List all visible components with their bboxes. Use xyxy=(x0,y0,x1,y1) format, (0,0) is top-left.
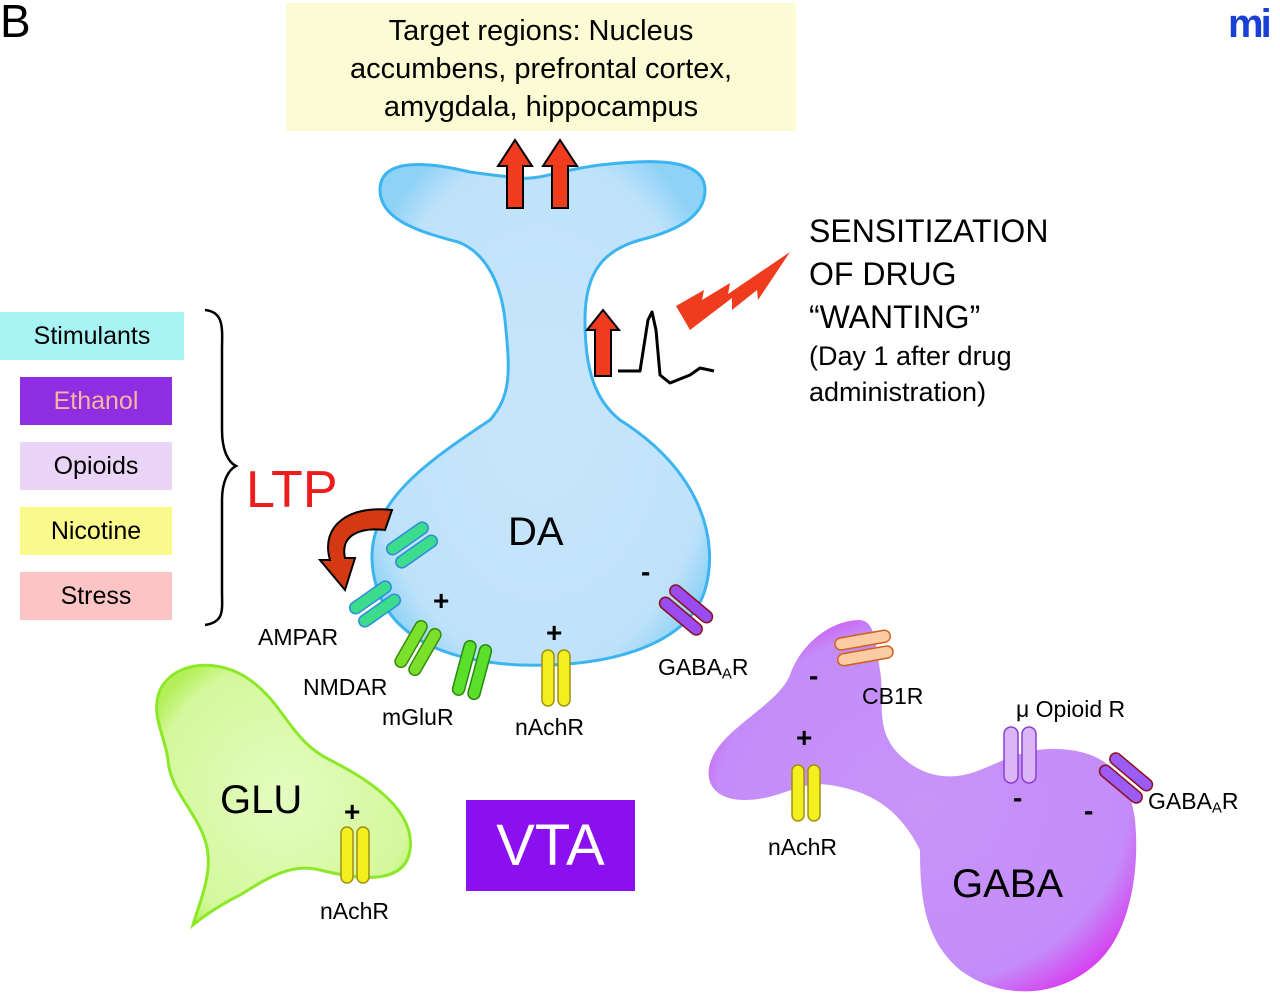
drug-label-ethanol: Ethanol xyxy=(20,377,172,425)
panel-letter: B xyxy=(0,0,31,47)
mu-opioid-receptor-icon xyxy=(1003,726,1037,784)
cb1r-receptor-icon xyxy=(834,629,894,667)
nmdar-label: NMDAR xyxy=(303,674,388,700)
sensitization-note: (Day 1 after drug administration) xyxy=(809,338,1012,410)
drug-label-stress: Stress xyxy=(20,572,172,620)
plus-sign: + xyxy=(796,722,813,753)
gabaar-da-label: GABAAR xyxy=(658,654,749,683)
nachr-receptor-icon xyxy=(541,649,571,707)
minus-sign: - xyxy=(809,660,819,691)
gaba-neuron-shape xyxy=(708,620,1137,992)
sensitization-line-5: administration) xyxy=(809,377,987,407)
nachr-gaba-label: nAchR xyxy=(768,834,838,860)
drug-label-opioids: Opioids xyxy=(20,442,172,490)
target-line-1: Target regions: Nucleus xyxy=(388,15,694,47)
double-up-arrow-icon xyxy=(496,138,579,209)
minus-sign: - xyxy=(1013,782,1023,813)
gaba-neuron-label: GABA xyxy=(952,862,1064,906)
nachr-da-label: nAchR xyxy=(515,714,585,740)
publisher-logo: mi xyxy=(1228,2,1272,46)
da-neuron-shape xyxy=(370,160,712,667)
minus-sign: - xyxy=(641,556,651,587)
sensitization-heading: SENSITIZATION OF DRUG “WANTING” xyxy=(809,210,1048,339)
gabaar-gaba-sub: A xyxy=(1211,799,1222,817)
gabaar-gaba-suffix: R xyxy=(1221,788,1239,814)
sensitization-line-4: (Day 1 after drug xyxy=(809,341,1012,371)
mglur-label: mGluR xyxy=(382,704,454,730)
ampar-receptor-icon xyxy=(348,580,402,628)
curly-brace-icon xyxy=(204,308,239,627)
gabaar-da-suffix: R xyxy=(731,654,749,680)
gabaa-receptor-icon xyxy=(658,584,714,636)
firing-trace-icon xyxy=(618,310,715,385)
mu-opioid-label: μ Opioid R xyxy=(1016,696,1126,722)
target-line-3: amygdala, hippocampus xyxy=(383,91,699,123)
gabaar-da-text: GABA xyxy=(658,654,722,680)
plus-sign: + xyxy=(546,617,563,648)
sensitization-line-2: OF DRUG xyxy=(809,256,957,292)
gabaar-da-sub: A xyxy=(721,665,732,683)
vta-label: VTA xyxy=(466,800,635,891)
mglur-receptor-icon xyxy=(451,639,493,701)
nachr-receptor-icon xyxy=(340,826,370,884)
plus-sign: + xyxy=(433,585,450,616)
ampar-label: AMPAR xyxy=(258,624,339,650)
nmdar-receptor-icon xyxy=(394,619,442,677)
sensitization-line-1: SENSITIZATION xyxy=(809,213,1049,249)
target-line-2: accumbens, prefrontal cortex, xyxy=(349,53,732,85)
drug-label-stimulants: Stimulants xyxy=(0,312,184,360)
gabaar-gaba-label: GABAAR xyxy=(1148,788,1239,817)
sensitization-line-3: “WANTING” xyxy=(809,299,981,335)
glu-neuron-label: GLU xyxy=(220,778,303,822)
ampar-receptor-icon xyxy=(385,521,439,569)
gabaa-receptor-icon xyxy=(1098,752,1154,804)
lightning-bolt-icon xyxy=(676,252,790,330)
ltp-curved-arrow-icon xyxy=(317,508,394,593)
nachr-glu-label: nAchR xyxy=(320,898,390,924)
drug-label-nicotine: Nicotine xyxy=(20,507,172,555)
ltp-label: LTP xyxy=(246,461,338,519)
target-regions-box: Target regions: Nucleus accumbens, prefr… xyxy=(286,3,796,131)
up-arrow-icon xyxy=(584,308,622,377)
plus-sign: + xyxy=(344,796,361,827)
da-neuron-label: DA xyxy=(508,510,564,554)
minus-sign: - xyxy=(1084,795,1094,826)
gabaar-gaba-text: GABA xyxy=(1148,788,1212,814)
nachr-receptor-icon xyxy=(791,764,821,822)
cb1r-label: CB1R xyxy=(862,683,924,709)
